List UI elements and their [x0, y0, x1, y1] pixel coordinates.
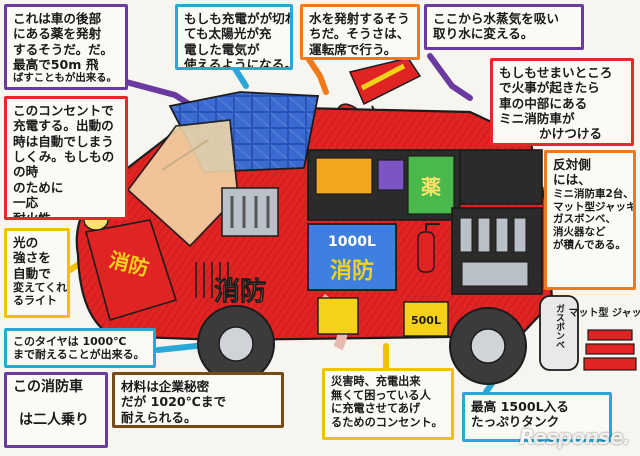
gas-cylinder-label: ガスボンベ — [554, 303, 565, 349]
extinguisher-icon — [417, 231, 435, 273]
callout-tires: このタイヤは 1000℃ まで耐えることが出来る。 — [4, 328, 156, 368]
watermark: Response. — [519, 425, 630, 449]
gas-cylinder-icon — [539, 295, 579, 371]
callout-solar-power: もしも充電がが切れ ても太陽光が充 電した電気が 使えるようになる。 — [175, 4, 293, 70]
medicine-sign: 薬 — [421, 175, 441, 199]
jack-label: マット型 ジャッキ — [569, 306, 640, 319]
tank-label: 消防 — [330, 259, 374, 284]
callout-equipment: 反対側 には、 ミニ消防車2台、 マット型ジャッキ ガスボンベ、 消火器など が… — [544, 150, 636, 290]
callout-auto-light: 光の 強さを 自動で 変えてくれ るライト — [4, 228, 70, 318]
jack-icon — [583, 329, 637, 371]
side-equipment: ガスボンベ マット型 ジャッキ — [539, 295, 640, 371]
watermark-r: R — [519, 425, 534, 449]
watermark-text: esponse. — [533, 425, 630, 449]
callout-water-tank: 最高 1500L入る たっぷりタンク — [462, 392, 612, 442]
callout-water-cannon: 水を発射するそう ちだ。そうさは、 運転席で行う。 — [300, 4, 420, 60]
callout-steam-intake: ここから水蒸気を吸い 取り水に変える。 — [424, 4, 584, 50]
rear-tank-volume: 500L — [411, 314, 441, 327]
tank-volume: 1000L — [328, 234, 376, 250]
callout-materials: 材料は企業秘密 だが 1020℃まで 耐えられる。 — [112, 372, 284, 428]
callout-mini-trucks: もしもせまいところ で火事が起きたら 車の中部にある ミニ消防車が かけつける — [490, 58, 634, 146]
truck-body: 消防 薬 1000L 消防 — [75, 91, 554, 351]
callout-rear-nozzle: これは車の後部 にある薬を発射 するそうだ。だ。 最高で50m 飛 ばすこともが… — [4, 4, 128, 90]
wheels — [197, 305, 527, 385]
callout-disaster-outlet: 災害時、充電出来 無くて困っている人 に充電させてあげ るためのコンセント。 — [322, 368, 454, 440]
callout-outlet-auto: このコンセントで 充電する。出動の 時は自動でしまう しくみ。もしもの の時 の… — [4, 96, 128, 220]
callout-crew: この消防車 は二人乗り — [4, 372, 108, 448]
side-label: 消防 — [214, 277, 266, 307]
